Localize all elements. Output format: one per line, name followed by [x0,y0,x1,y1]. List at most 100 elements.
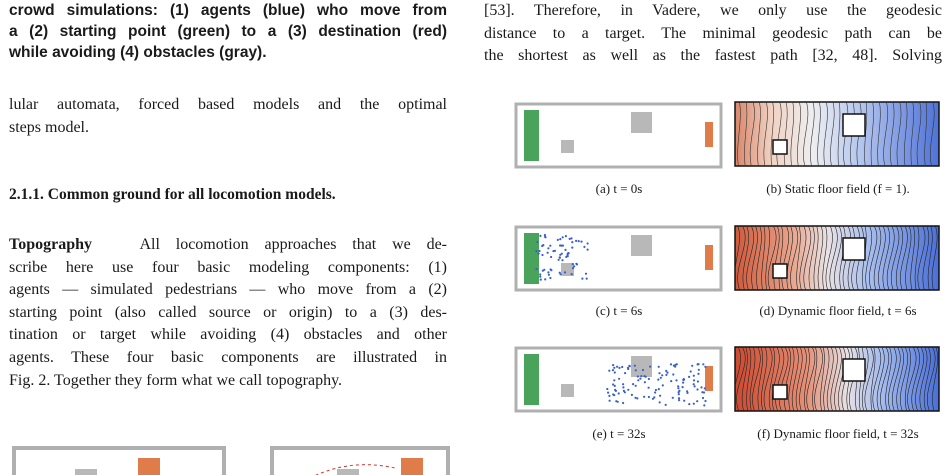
agent-dot [617,392,620,395]
agent-dot [643,381,646,384]
contour-line [904,347,911,411]
contour-line [924,102,928,166]
contour-line [865,226,873,290]
obstacle-rect [772,384,788,400]
agent-dot [556,238,559,241]
text-line: distance to a target. The minimal geodes… [484,24,942,42]
text-line: agents — simulated pedestrians — who mov… [9,281,447,299]
source-rect [524,110,539,161]
caption-line: a (2) starting point (green) to a (3) de… [9,23,447,40]
agent-dot [568,237,571,240]
contour-line [783,102,788,166]
contour-line [761,226,766,290]
agent-dot [669,363,673,366]
panel-d-floor-field [734,225,940,291]
agent-dot [682,381,685,384]
contour-line [910,226,915,290]
agent-dot [632,383,635,386]
contour-line [830,102,835,166]
contour-line [888,347,897,411]
agent-dot [608,369,611,372]
contour-line [749,347,756,411]
contour-line [911,347,920,411]
contour-line [829,226,838,290]
agent-dot [570,237,573,240]
contour-line [737,102,741,166]
agent-dot [703,387,706,390]
contour-line [768,347,776,411]
agent-dot [559,273,562,276]
contour-line [919,347,928,411]
agent-dot [677,385,680,388]
agent-dot [575,239,578,242]
panel-b-floor-field [734,101,940,167]
contour-line [903,102,908,166]
agent-dot [672,373,675,376]
contour-line [749,102,755,166]
contour-line [878,226,886,290]
agent-dot [608,394,611,397]
obstacle-rect [842,237,866,261]
agent-dot [677,397,681,400]
text-line: the shortest as well as the fastest path… [484,47,942,65]
agent-dot [634,369,637,372]
contour-line [890,226,900,290]
agent-dot [658,401,661,404]
contour-line [742,226,749,290]
contour-line [823,347,830,411]
agent-dot [657,388,660,391]
agent-dot [613,371,616,374]
agent-dot [640,375,643,378]
agent-dot [535,250,538,253]
agent-dot [681,386,684,389]
contour-line [773,226,780,290]
contour-line [837,102,841,166]
contour-line [895,226,904,290]
contour-line [876,347,885,411]
contour-line [917,226,926,290]
contour-line [791,347,799,411]
agent-dot [618,377,621,380]
contour-line [757,102,761,166]
agent-dot [697,372,700,375]
obstacle-rect [561,384,574,397]
contour-line [735,226,740,290]
contour-line [870,347,876,411]
contour-line [775,347,785,411]
bottom-figure-left [12,446,226,475]
agent-dot [671,396,674,399]
contour-line [788,347,795,411]
source-rect [524,354,539,405]
agent-dot [542,244,545,247]
agent-dot [544,278,547,281]
agent-dot [559,238,562,241]
contour-line [763,347,773,411]
topography-run-in: Topography [9,236,92,253]
contour-line [885,347,892,411]
agent-dot [637,379,640,382]
agent-dot [558,256,561,259]
contour-line [751,226,758,290]
agent-dot [538,249,541,253]
agent-dot [688,375,691,378]
agent-dot [678,399,681,402]
target-rect [138,458,160,475]
contour-line [763,102,768,166]
contour-line [737,226,746,290]
agent-dot [647,386,650,389]
agent-dot [585,277,588,280]
agent-dot [544,235,547,238]
contour-line [932,347,939,411]
agent-dot [657,365,660,368]
contour-line [812,347,818,411]
agent-dot [634,384,637,387]
contour-line [820,347,825,411]
agent-dot [560,244,563,247]
agent-dot [661,384,664,387]
agent-dot [661,374,664,377]
contour-line [746,347,752,411]
agent-dot [647,377,650,381]
source-rect [524,233,539,284]
obstacle-rect [631,235,652,256]
agent-dot [672,364,675,367]
